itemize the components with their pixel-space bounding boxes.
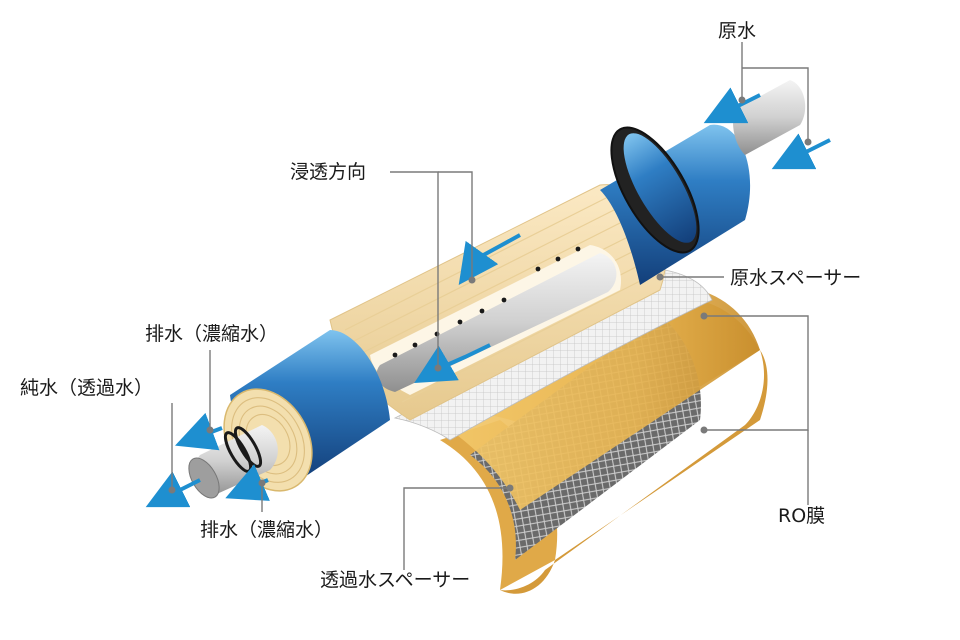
label-permeate-spacer: 透過水スペーサー — [320, 569, 470, 591]
unrolled-membrane-layers — [393, 269, 768, 594]
label-drain-bottom: 排水（濃縮水） — [200, 519, 333, 541]
label-drain-top: 排水（濃縮水） — [145, 323, 278, 345]
pure-water-outlet-arrow — [145, 471, 201, 508]
right-inlet-pipe — [733, 80, 806, 155]
raw-water-inlet-arrow-2 — [771, 133, 831, 170]
leader-lines — [168, 42, 812, 570]
osmosis-arrow-upper — [458, 233, 521, 286]
label-raw-water: 原水 — [718, 20, 756, 42]
ro-membrane-sheet-upper — [450, 290, 760, 510]
osmosis-arrow-lower — [414, 343, 491, 384]
drain-arrow-top — [175, 412, 223, 451]
label-pure-water: 純水（透過水） — [20, 377, 153, 399]
module-cylinder — [188, 80, 806, 499]
raw-water-inlet-arrow-1 — [703, 87, 761, 124]
label-ro-membrane: RO膜 — [778, 505, 825, 527]
label-osmosis-direction: 浸透方向 — [290, 161, 366, 183]
label-raw-water-spacer: 原水スペーサー — [730, 267, 861, 289]
